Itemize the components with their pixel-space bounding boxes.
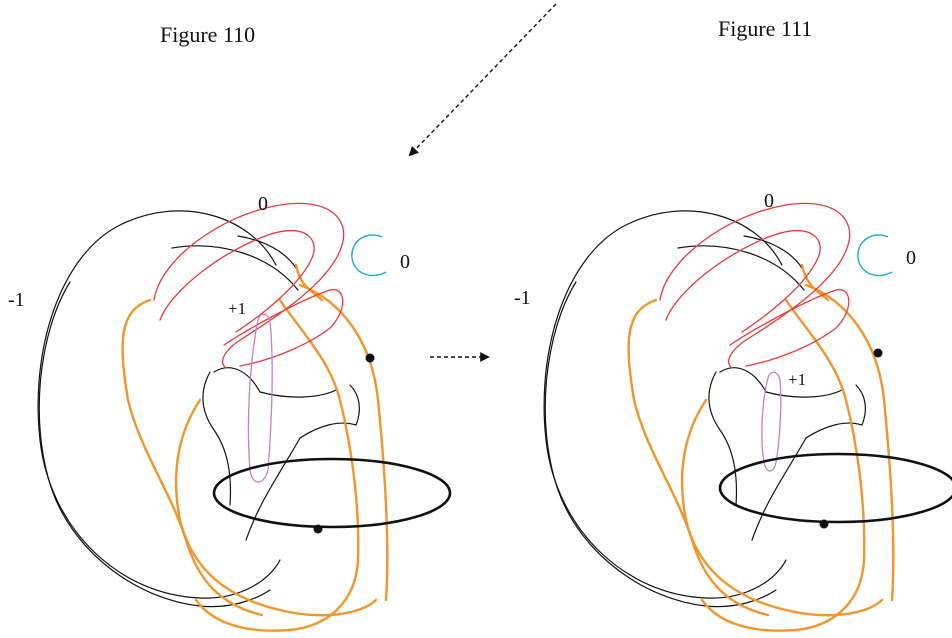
black-lower-strand-2	[719, 367, 843, 398]
black-lower-diag	[245, 437, 301, 541]
framing-label-pink: +1	[788, 370, 806, 389]
black-dotted-handle-ring	[718, 452, 952, 524]
orange-strand-middle	[194, 298, 360, 632]
black-outer-loop-inner	[38, 281, 271, 608]
black-lower-diag	[751, 437, 807, 541]
pink-plus1-loop	[761, 371, 782, 472]
orange-strand-top	[800, 263, 830, 302]
pink-plus1-loop	[247, 313, 273, 483]
framing-label-top: 0	[258, 193, 268, 215]
dot-marker-right	[873, 348, 883, 358]
framing-label-left: -1	[8, 289, 25, 311]
framing-label-top: 0	[764, 190, 774, 212]
orange-strand-right	[298, 283, 389, 602]
figure-111-diagram: 0 0 -1 +1	[514, 190, 952, 632]
black-lower-strand-2	[213, 367, 337, 398]
black-inner-arc-2	[237, 235, 297, 269]
black-inner-arc-2	[743, 235, 803, 269]
black-mid-strand	[299, 384, 360, 439]
red-band-lower	[729, 289, 850, 367]
orange-strand-left	[121, 298, 264, 617]
black-inner-arc	[677, 245, 805, 291]
diagonal-dashed-arrow	[408, 3, 557, 157]
black-outer-loop	[37, 210, 281, 599]
framing-label-cyan: 0	[906, 247, 916, 269]
black-inner-arc	[171, 245, 299, 291]
framing-label-pink: +1	[228, 299, 246, 318]
black-dotted-handle-ring	[212, 457, 452, 529]
red-band-outer	[659, 202, 851, 369]
red-band-inner	[159, 230, 315, 333]
black-lower-strand	[202, 371, 232, 506]
red-band-inner	[665, 230, 821, 333]
dot-marker-ring	[819, 519, 829, 529]
black-outer-loop-inner	[544, 281, 777, 608]
framing-label-left: -1	[514, 287, 531, 309]
cyan-small-loop	[351, 234, 387, 277]
orange-strand-left	[627, 298, 770, 617]
figure-110-caption: Figure 110	[160, 22, 255, 47]
black-outer-loop	[543, 210, 787, 599]
red-band-outer	[153, 202, 345, 369]
orange-strand-right	[804, 283, 895, 602]
dot-marker-ring	[313, 524, 323, 534]
figure-110-diagram: 0 0 -1 +1	[8, 193, 452, 632]
orange-strand-middle	[700, 298, 866, 632]
black-lower-strand	[708, 371, 738, 506]
dot-marker-right	[365, 353, 375, 363]
figure-111-caption: Figure 111	[718, 16, 812, 41]
cyan-small-loop	[857, 234, 893, 277]
framing-label-cyan: 0	[400, 251, 410, 273]
orange-strand-top	[294, 263, 324, 302]
black-mid-strand	[805, 384, 866, 439]
